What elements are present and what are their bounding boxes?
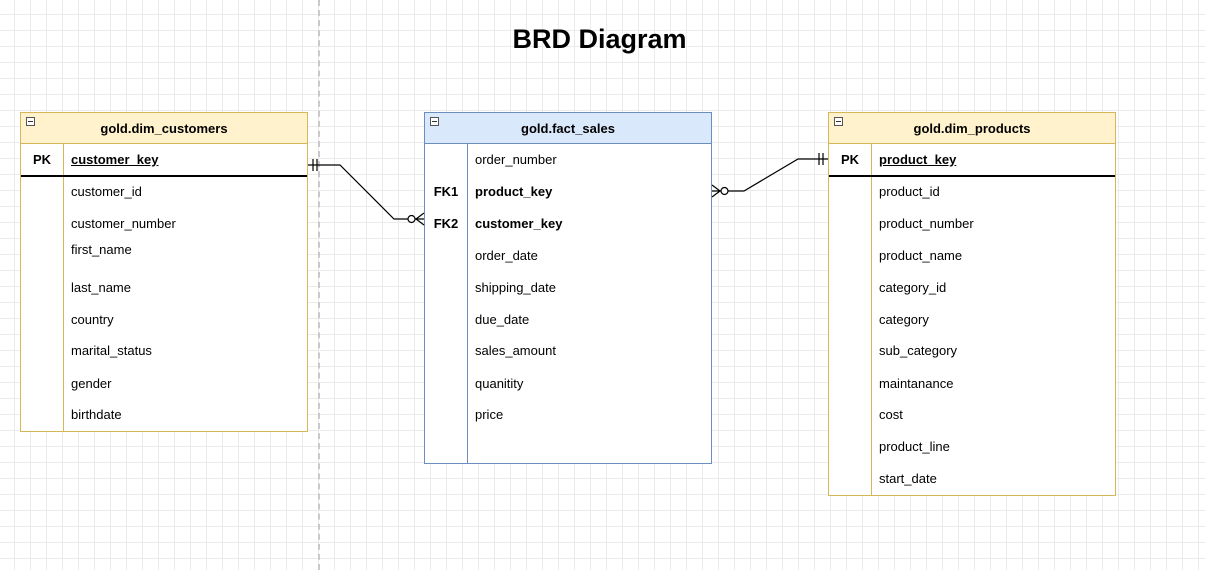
key-column-divider — [871, 144, 872, 495]
relationship-customers-to-sales[interactable] — [308, 159, 425, 226]
field-sales-amount[interactable]: sales_amount — [475, 343, 556, 358]
fk1-label: FK1 — [433, 184, 459, 199]
field-maintenance[interactable]: maintanance — [879, 376, 954, 391]
table-dim-customers[interactable]: gold.dim_customers PK customer_key custo… — [20, 112, 308, 432]
field-order-date[interactable]: order_date — [475, 248, 538, 263]
crows-foot-mark — [711, 190, 721, 198]
field-cost[interactable]: cost — [879, 407, 903, 422]
field-customer-key[interactable]: customer_key — [475, 216, 563, 231]
field-first-name[interactable]: first_name — [71, 242, 132, 257]
field-product-key[interactable]: product_key — [475, 184, 553, 199]
page-guide-line — [318, 0, 320, 570]
table-name: gold.fact_sales — [521, 121, 615, 136]
collapse-icon[interactable] — [430, 117, 439, 126]
key-column-divider — [63, 144, 64, 431]
field-quantity[interactable]: quanitity — [475, 376, 524, 391]
table-name: gold.dim_products — [913, 121, 1031, 136]
field-sub-category[interactable]: sub_category — [879, 343, 958, 358]
collapse-icon[interactable] — [26, 117, 35, 126]
pk-label: PK — [32, 152, 52, 167]
field-marital-status[interactable]: marital_status — [71, 343, 152, 358]
table-header[interactable]: gold.dim_customers — [21, 113, 307, 144]
field-product-key[interactable]: product_key — [879, 152, 957, 167]
connector-line — [712, 158, 828, 192]
relationship-products-to-sales[interactable] — [711, 153, 828, 198]
key-column-divider — [467, 144, 468, 463]
primary-key-separator — [21, 175, 307, 177]
field-order-number[interactable]: order_number — [475, 152, 557, 167]
field-due-date[interactable]: due_date — [475, 312, 530, 327]
table-fact-sales[interactable]: gold.fact_sales order_number FK1 product… — [424, 112, 712, 464]
collapse-icon[interactable] — [834, 117, 843, 126]
field-product-name[interactable]: product_name — [879, 248, 963, 263]
field-category-id[interactable]: category_id — [879, 280, 947, 295]
field-last-name[interactable]: last_name — [71, 280, 131, 295]
table-header[interactable]: gold.fact_sales — [425, 113, 711, 144]
field-product-id[interactable]: product_id — [879, 184, 940, 199]
crows-foot-mark — [415, 212, 425, 220]
field-customer-number[interactable]: customer_number — [71, 216, 176, 231]
zero-optional-mark — [720, 186, 729, 196]
field-product-number[interactable]: product_number — [879, 216, 974, 231]
field-customer-id[interactable]: customer_id — [71, 184, 142, 199]
field-category[interactable]: category — [879, 312, 929, 327]
diagram-title: BRD Diagram — [512, 24, 687, 54]
field-product-line[interactable]: product_line — [879, 439, 950, 454]
field-country[interactable]: country — [71, 312, 114, 327]
table-dim-products[interactable]: gold.dim_products PK product_key product… — [828, 112, 1116, 496]
field-shipping-date[interactable]: shipping_date — [475, 280, 556, 295]
field-gender[interactable]: gender — [71, 376, 112, 391]
fk2-label: FK2 — [433, 216, 459, 231]
connector-line — [308, 164, 424, 220]
table-header[interactable]: gold.dim_products — [829, 113, 1115, 144]
field-price[interactable]: price — [475, 407, 504, 422]
primary-key-separator — [829, 175, 1115, 177]
field-birthdate[interactable]: birthdate — [71, 407, 122, 422]
crows-foot-mark — [415, 218, 425, 226]
zero-optional-mark — [407, 214, 416, 224]
crows-foot-mark — [711, 184, 721, 192]
pk-label: PK — [840, 152, 860, 167]
table-name: gold.dim_customers — [100, 121, 228, 136]
field-start-date[interactable]: start_date — [879, 471, 937, 486]
field-customer-key[interactable]: customer_key — [71, 152, 159, 167]
